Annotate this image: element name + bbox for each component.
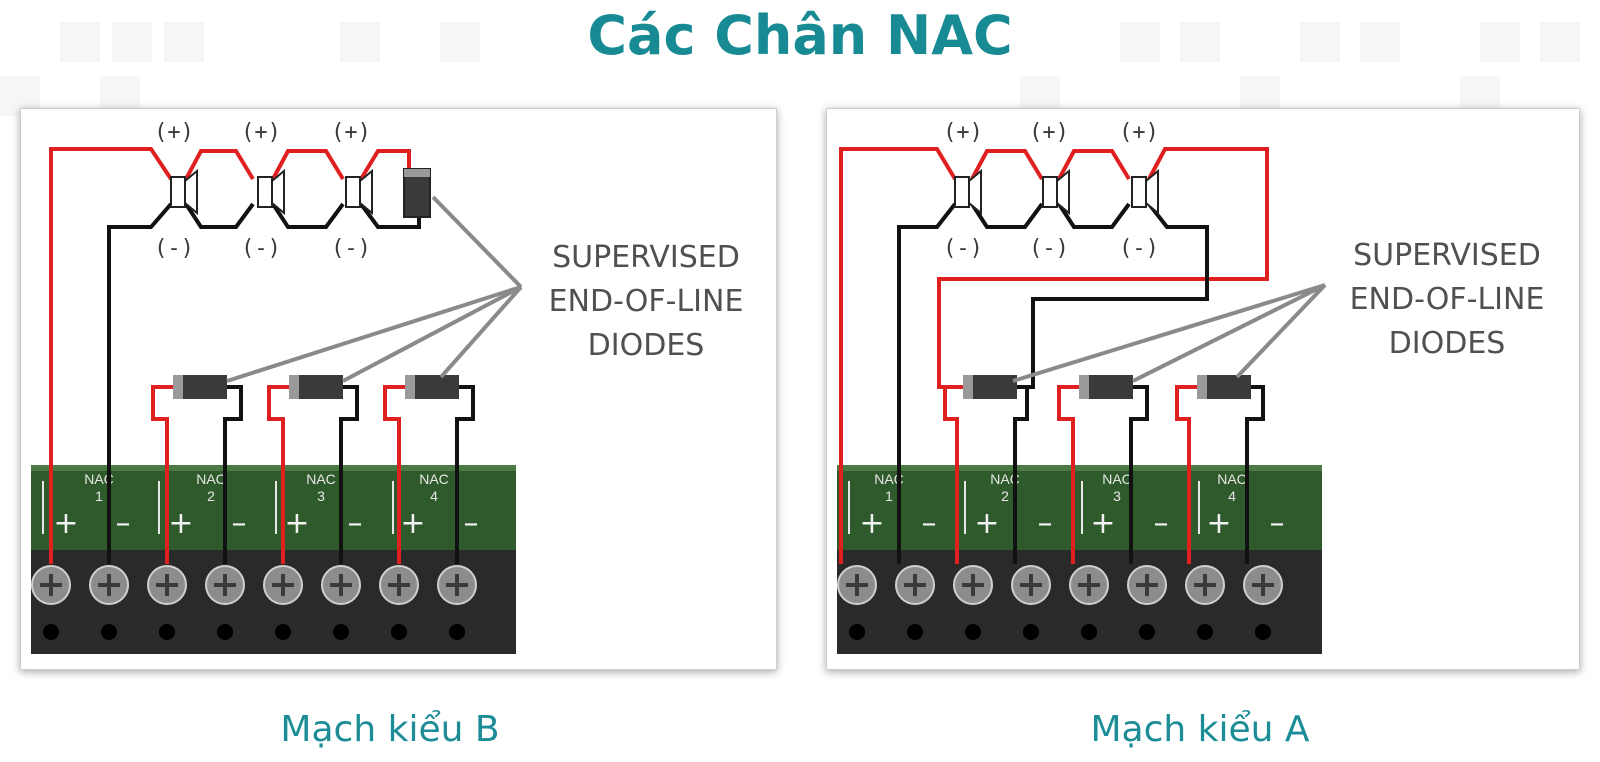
- terminal-number: 1: [885, 488, 893, 504]
- terminal-sign: +: [53, 506, 78, 541]
- positive-marker: (+): [241, 120, 281, 145]
- terminal-name: NAC: [1217, 471, 1247, 487]
- terminal-signs: + – + – + – + –: [859, 506, 1284, 541]
- terminal-sign: –: [1270, 506, 1285, 541]
- positive-marker: (+): [1029, 120, 1069, 145]
- terminal-labels: NAC 1 NAC 2 NAC 3 NAC 4: [84, 471, 449, 504]
- terminal-sign: +: [400, 506, 425, 541]
- terminal-number: 1: [95, 488, 103, 504]
- eol-label-line: SUPERVISED: [552, 240, 740, 275]
- notification-devices: [170, 168, 373, 216]
- negative-marker: (-): [1029, 236, 1069, 261]
- eol-leader-lines: [226, 195, 523, 383]
- terminal-board: [837, 465, 1322, 654]
- terminal-signs: + – + – + – + –: [53, 506, 478, 541]
- terminal-name: NAC: [1102, 471, 1132, 487]
- negative-marker: (-): [241, 236, 281, 261]
- terminal-number: 2: [207, 488, 215, 504]
- eol-label: SUPERVISED END-OF-LINE DIODES: [1350, 238, 1545, 361]
- page-title: Các Chân NAC: [587, 4, 1013, 67]
- eol-label: SUPERVISED END-OF-LINE DIODES: [549, 240, 744, 363]
- terminal-name: NAC: [306, 471, 336, 487]
- negative-marker: (-): [331, 236, 371, 261]
- positive-marker: (+): [943, 120, 983, 145]
- terminal-number: 4: [1228, 488, 1236, 504]
- eol-leader-lines: [1012, 283, 1327, 383]
- terminal-sign: +: [1206, 506, 1231, 541]
- notification-devices: [954, 168, 1159, 216]
- eol-diode-top: [403, 168, 431, 218]
- terminal-sign: +: [1090, 506, 1115, 541]
- terminal-number: 3: [317, 488, 325, 504]
- diagram-panel-class-a: NAC 1 NAC 2 NAC 3 NAC 4 + – + – + – + –: [826, 108, 1580, 670]
- eol-diodes-bottom: [963, 375, 1251, 399]
- nac-wiring: [839, 147, 1269, 564]
- terminal-sign: +: [284, 506, 309, 541]
- eol-diodes-bottom: [173, 375, 459, 399]
- terminal-sign: +: [168, 506, 193, 541]
- terminal-name: NAC: [84, 471, 114, 487]
- terminal-sign: +: [859, 506, 884, 541]
- terminal-sign: –: [1154, 506, 1169, 541]
- eol-label-line: SUPERVISED: [1353, 238, 1541, 273]
- terminal-sign: –: [464, 506, 479, 541]
- terminal-labels: NAC 1 NAC 2 NAC 3 NAC 4: [874, 471, 1247, 504]
- terminal-sign: –: [116, 506, 131, 541]
- positive-marker: (+): [1119, 120, 1159, 145]
- terminal-name: NAC: [874, 471, 904, 487]
- eol-label-line: END-OF-LINE: [549, 284, 744, 319]
- wiring-diagram-class-a: NAC 1 NAC 2 NAC 3 NAC 4 + – + – + – + –: [837, 120, 1545, 654]
- positive-marker: (+): [331, 120, 371, 145]
- polarity-markers: (+) (+) (+) (-) (-) (-): [943, 120, 1159, 261]
- terminal-screws: [837, 565, 1283, 640]
- eol-label-line: DIODES: [1389, 326, 1506, 361]
- negative-marker: (-): [943, 236, 983, 261]
- terminal-name: NAC: [196, 471, 226, 487]
- negative-marker: (-): [154, 236, 194, 261]
- terminal-name: NAC: [990, 471, 1020, 487]
- circuit-label-class-b: Mạch kiểu B: [280, 709, 500, 750]
- polarity-markers: (+) (+) (+) (-) (-) (-): [154, 120, 371, 261]
- terminal-sign: –: [348, 506, 363, 541]
- eol-label-line: DIODES: [588, 328, 705, 363]
- terminal-sign: –: [922, 506, 937, 541]
- terminal-number: 3: [1113, 488, 1121, 504]
- terminal-number: 2: [1001, 488, 1009, 504]
- nac-wiring: [49, 147, 475, 564]
- terminal-board: [31, 465, 516, 654]
- terminal-screws: [31, 565, 477, 640]
- terminal-sign: –: [232, 506, 247, 541]
- terminal-sign: +: [974, 506, 999, 541]
- positive-marker: (+): [154, 120, 194, 145]
- circuit-label-class-a: Mạch kiểu A: [1090, 709, 1310, 750]
- diagram-panel-class-b: NAC 1 NAC 2 NAC 3 NAC 4 + – + – + – + –: [20, 108, 777, 670]
- terminal-name: NAC: [419, 471, 449, 487]
- wiring-diagram-class-b: NAC 1 NAC 2 NAC 3 NAC 4 + – + – + – + –: [31, 120, 744, 654]
- terminal-number: 4: [430, 488, 438, 504]
- negative-marker: (-): [1119, 236, 1159, 261]
- eol-label-line: END-OF-LINE: [1350, 282, 1545, 317]
- terminal-sign: –: [1038, 506, 1053, 541]
